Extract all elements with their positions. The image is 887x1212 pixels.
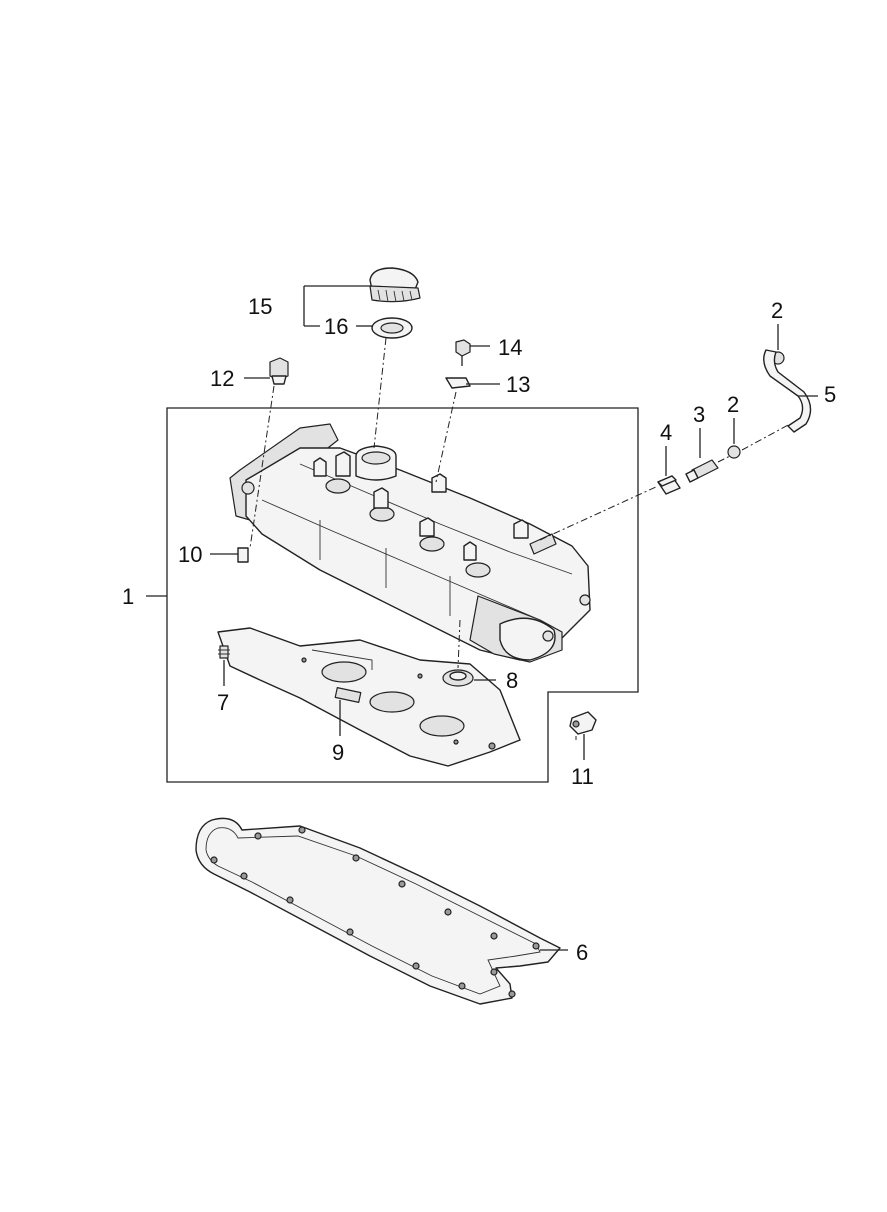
callout-11: 11 [571, 764, 594, 789]
callout-4: 4 [660, 420, 672, 445]
pcv-valve-3 [685, 459, 719, 483]
callout-7: 7 [217, 690, 229, 715]
callout-9: 9 [332, 740, 344, 765]
hose-4 [657, 475, 681, 495]
assembly-boundary [166, 407, 639, 783]
callout-5: 5 [824, 382, 836, 407]
cap-gasket [371, 317, 413, 339]
sensor-11 [569, 711, 597, 735]
callout-14: 14 [498, 335, 522, 360]
callout-16: 16 [324, 314, 348, 339]
callout-8: 8 [506, 668, 518, 693]
oil-filler-cap [369, 267, 421, 303]
callout-6: 6 [576, 940, 588, 965]
callout-15: 15 [248, 294, 272, 319]
callout-13: 13 [506, 372, 530, 397]
clip-13 [445, 377, 471, 389]
callouts: 1 2 2 3 4 5 6 7 8 9 10 11 12 13 14 15 16 [122, 294, 836, 965]
callout-10: 10 [178, 542, 202, 567]
grommet-7 [218, 645, 230, 659]
seal-8 [442, 669, 474, 687]
bushing-10 [237, 547, 249, 563]
callout-2-lower: 2 [727, 392, 739, 417]
clamp-2-lower [727, 445, 741, 459]
callout-12: 12 [210, 366, 234, 391]
callout-1: 1 [122, 584, 134, 609]
bolt-14 [455, 339, 471, 366]
baffle-plate [217, 627, 521, 767]
assembly-lines [249, 337, 791, 740]
rocker-cover [229, 423, 591, 663]
bolt-12 [269, 357, 289, 385]
callout-2-upper: 2 [771, 298, 783, 323]
rocker-cover-gasket [195, 817, 561, 1005]
breather-hose-5 [763, 349, 812, 433]
callout-3: 3 [693, 402, 705, 427]
leader-lines [146, 285, 818, 951]
